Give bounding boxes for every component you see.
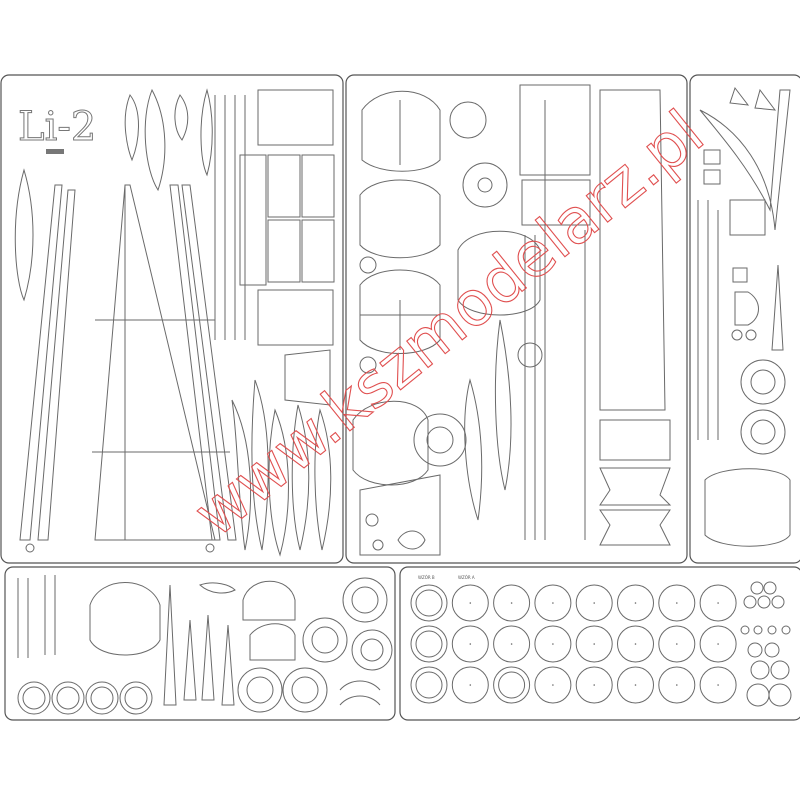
tail-parts [697,86,791,547]
wheel-center-mark [593,602,595,604]
sheet-title: Li-2 [18,104,96,150]
wheel-disc [617,625,654,663]
wheel-disc [575,666,613,704]
wheel-center-mark [717,643,719,645]
small-parts [17,575,393,715]
wheel-center-mark [676,643,678,645]
wheel-disc [617,584,654,622]
wheel-disc [451,584,489,622]
wheel-disc [493,666,531,704]
wheel-center-mark [469,602,472,604]
wheel-disc [699,666,737,704]
panel-wheels [399,566,800,721]
wheel-center-mark [676,684,678,686]
panel-fuselage [345,74,688,564]
logo [46,149,64,154]
wheel-disc [617,666,654,704]
wheel-center-mark [552,602,554,604]
wheel-disc [410,666,448,704]
wheel-disc [534,666,572,704]
wheel-inner-ring [498,671,526,699]
label-pattern-b: WZÓR B [418,575,435,580]
wheel-disc [699,625,737,663]
wheel-center-mark [552,684,554,686]
wheel-center-mark [717,602,719,604]
wheel-disc [575,625,613,663]
wheel-disc [699,584,737,622]
wheel-inner-ring [415,671,443,699]
wheel-center-mark [469,684,472,686]
panel-tail [689,74,800,564]
fuselage-parts [352,84,672,556]
wheel-disc [493,625,531,663]
wheel-inner-ring [415,589,443,617]
wheel-disc [410,625,448,663]
wheel-center-mark [634,643,637,645]
wheel-disc [658,666,696,704]
wheel-center-mark [634,684,637,686]
wheel-center-mark [593,643,595,645]
wheel-disc [575,584,613,622]
wheel-disc [534,584,572,622]
wheel-center-mark [469,643,472,645]
wheel-center-mark [552,643,554,645]
label-pattern-a: WZÓR A [458,575,475,580]
wheel-center-mark [510,602,513,604]
panel-wing [0,74,344,564]
wheel-center-mark [717,684,719,686]
wheel-disc [658,625,696,663]
wheel-disc [493,584,531,622]
wheel-inner-ring [415,630,443,658]
wing-parts [14,88,335,557]
wheel-center-mark [593,684,595,686]
wheel-disc [410,584,448,622]
panel-small-parts [4,566,396,721]
wheel-center-mark [510,643,513,645]
wheel-disc [451,625,489,663]
wheel-disc [658,584,696,622]
wheel-center-mark [676,602,678,604]
wheel-disc [534,625,572,663]
hub-parts [740,581,792,707]
wheel-center-mark [634,602,637,604]
wheel-grid [410,584,737,704]
wheel-disc [451,666,489,704]
